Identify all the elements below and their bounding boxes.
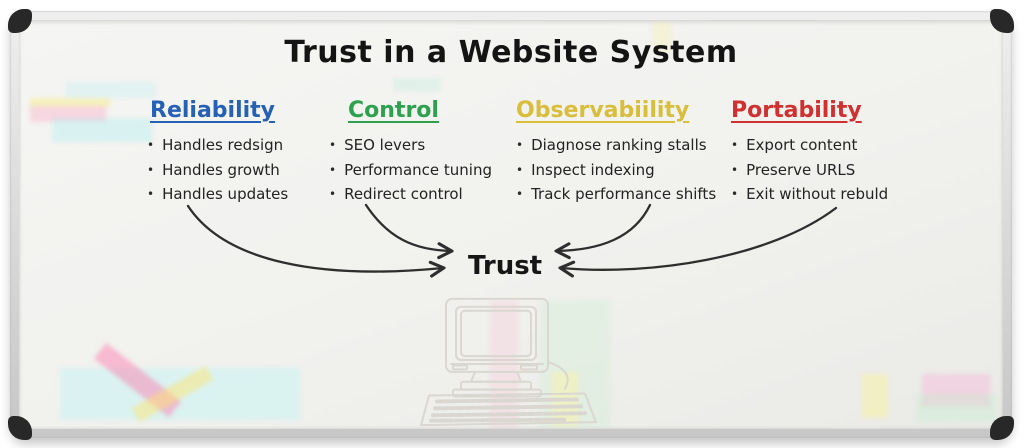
diagram-title: Trust in a Website System xyxy=(284,35,738,70)
marker-smudge xyxy=(131,365,214,423)
list-item: Exit without rebuld xyxy=(731,183,906,208)
retro-computer-icon xyxy=(420,297,597,427)
marker-smudge xyxy=(862,374,888,418)
marker-smudge xyxy=(30,106,106,122)
column-heading: Portability xyxy=(731,98,862,123)
column-heading: Observabiility xyxy=(516,98,690,123)
column-control: Control SEO levers Performance tuning Re… xyxy=(329,98,504,208)
list-item: SEO levers xyxy=(329,134,504,159)
list-item: Redirect control xyxy=(329,183,504,208)
marker-smudge xyxy=(30,98,110,107)
convergence-arrows xyxy=(186,203,838,429)
list-item: Performance tuning xyxy=(329,159,504,184)
bullet-list: Diagnose ranking stalls Inspect indexing… xyxy=(516,134,731,208)
bullet-list: SEO levers Performance tuning Redirect c… xyxy=(329,134,504,208)
list-item: Preserve URLS xyxy=(731,159,906,184)
list-item: Diagnose ranking stalls xyxy=(516,134,731,159)
marker-smudge xyxy=(916,394,996,422)
list-item: Handles growth xyxy=(147,159,302,184)
trust-center-label: Trust xyxy=(468,251,543,281)
list-item: Track performance shifts xyxy=(516,183,731,208)
marker-smudge xyxy=(922,374,990,406)
list-item: Handles redsign xyxy=(147,134,302,159)
bullet-list: Export content Preserve URLS Exit withou… xyxy=(731,134,906,208)
marker-smudge xyxy=(60,368,300,420)
column-heading: Reliability xyxy=(150,98,276,123)
arrow-control-to-trust xyxy=(364,203,451,251)
column-heading: Control xyxy=(348,98,439,123)
whiteboard-frame: Trust in a Website System Reliability Ha… xyxy=(8,9,1014,440)
arrow-reliability-to-trust xyxy=(186,204,443,272)
marker-smudge xyxy=(393,78,441,91)
list-item: Handles updates xyxy=(147,183,302,208)
arrow-portability-to-trust xyxy=(561,206,838,270)
marker-smudge xyxy=(52,118,152,142)
bullet-list: Handles redsign Handles growth Handles u… xyxy=(147,134,302,208)
marker-smudge xyxy=(540,300,610,428)
marker-smudge xyxy=(66,82,156,98)
column-reliability: Reliability Handles redsign Handles grow… xyxy=(147,98,302,208)
list-item: Export content xyxy=(731,134,906,159)
marker-smudge xyxy=(490,300,518,428)
whiteboard-surface: Trust in a Website System Reliability Ha… xyxy=(19,20,1003,429)
marker-smudge xyxy=(93,342,182,418)
column-observability: Observabiility Diagnose ranking stalls I… xyxy=(516,98,731,208)
arrow-observability-to-trust xyxy=(557,203,652,251)
marker-smudge xyxy=(552,372,578,426)
column-portability: Portability Export content Preserve URLS… xyxy=(731,98,906,208)
list-item: Inspect indexing xyxy=(516,159,731,184)
